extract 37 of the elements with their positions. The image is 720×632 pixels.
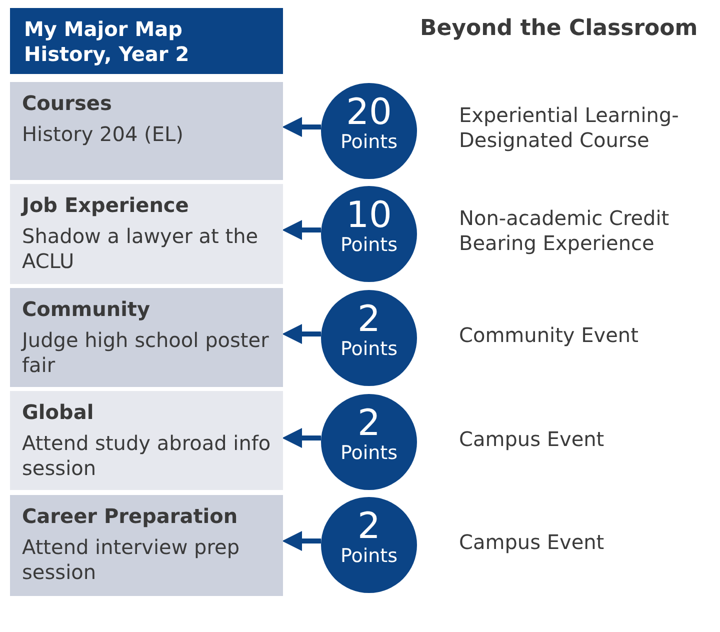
category-text: Community Event (459, 323, 640, 348)
header-box: My Major Map History, Year 2 (10, 8, 283, 74)
activity-heading: Career Preparation (22, 503, 239, 529)
activity-box (10, 184, 283, 284)
arrow (282, 117, 321, 137)
activity-heading: Job Experience (22, 192, 190, 218)
category-text: Experiential Learning-Designated Course (459, 103, 680, 153)
points-label: Points (339, 131, 399, 153)
points-number: 2 (356, 302, 382, 338)
points-label: Points (339, 442, 399, 464)
activity-description: Shadow a lawyer at the ACLU (22, 224, 260, 274)
points-number: 2 (356, 509, 382, 545)
category-text: Campus Event (459, 427, 606, 452)
points-label: Points (339, 545, 399, 567)
arrow (282, 324, 321, 344)
category-text: Campus Event (459, 530, 606, 555)
activity-box (10, 391, 283, 490)
title-heading: Beyond the Classroom (420, 16, 698, 41)
activity-heading: Global (22, 399, 95, 425)
arrow (282, 220, 321, 240)
points-number: 10 (345, 198, 393, 234)
points-number: 2 (356, 406, 382, 442)
activity-box (10, 82, 283, 180)
activity-heading: Community (22, 296, 152, 322)
activity-description: Attend interview prep session (22, 535, 241, 585)
activity-description: History 204 (EL) (22, 122, 184, 147)
arrow (282, 428, 321, 448)
activity-description: Attend study abroad info session (22, 431, 271, 481)
activity-box (10, 288, 283, 387)
activity-heading: Courses (22, 90, 113, 116)
activity-description: Judge high school poster fair (22, 328, 270, 378)
points-number: 20 (345, 95, 393, 131)
activity-box (10, 495, 283, 596)
category-text: Non-academic Credit Bearing Experience (459, 206, 670, 256)
points-label: Points (339, 234, 399, 256)
arrow (282, 531, 321, 551)
points-label: Points (339, 338, 399, 360)
